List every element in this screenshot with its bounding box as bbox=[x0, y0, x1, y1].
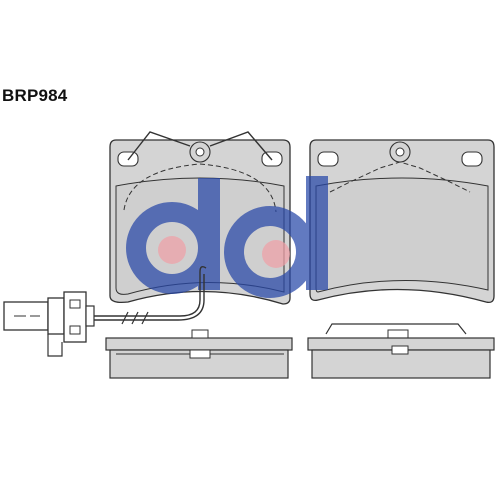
left-pad-hidden-outline bbox=[123, 163, 277, 213]
right-pad-side-view bbox=[307, 323, 495, 379]
left-pad-side-backing bbox=[105, 337, 293, 351]
left-pad-spring-clip bbox=[127, 131, 273, 161]
wear-sensor-wire bbox=[92, 265, 207, 317]
right-pad-friction-material bbox=[315, 177, 489, 293]
right-pad-hidden-outline bbox=[329, 161, 471, 193]
wear-sensor-wire-break bbox=[121, 311, 149, 325]
right-pad-mount-hole-left bbox=[317, 151, 339, 167]
part-code-label: BRP984 bbox=[2, 86, 68, 105]
right-pad-side-friction bbox=[311, 349, 491, 379]
right-pad-center-hole bbox=[395, 147, 405, 157]
left-pad-center-hole bbox=[195, 147, 205, 157]
right-pad-side-clip bbox=[325, 323, 467, 335]
right-pad-front-view bbox=[309, 139, 495, 304]
left-pad-side-view bbox=[105, 329, 293, 379]
wear-sensor bbox=[3, 265, 207, 357]
left-pad-side-sensor-tab bbox=[189, 349, 211, 359]
watermark-logo-icon bbox=[126, 176, 328, 298]
right-pad-mount-hole-right bbox=[461, 151, 483, 167]
